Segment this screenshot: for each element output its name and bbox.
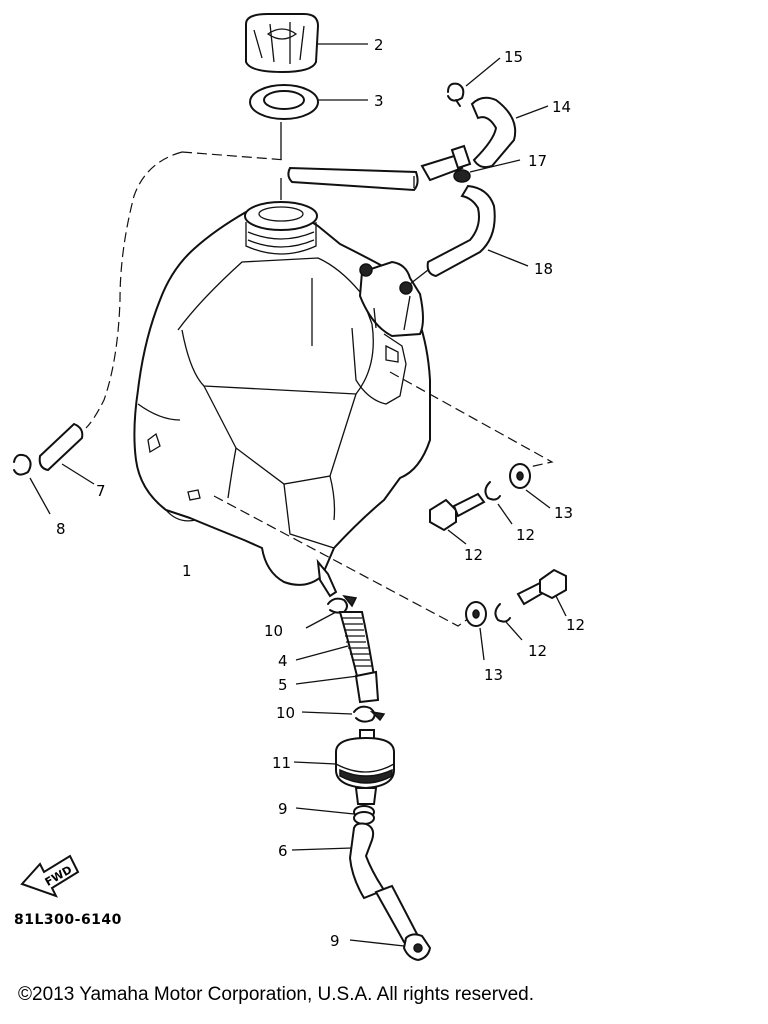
callout-4: 4 [278,652,288,670]
forward-arrow-icon: FWD [20,854,80,898]
callout-14-upper: 13 [554,504,573,522]
callout-13-upper: 12 [516,526,535,544]
callout-16: 15 [504,48,523,66]
callout-18: 18 [534,260,553,278]
callout-13-lower: 12 [528,642,547,660]
fuel-filter-part [293,729,395,805]
callout-12-upper: 12 [464,546,483,564]
diagram-code: 81L300-6140 [14,912,122,928]
callout-14-lower: 13 [484,666,503,684]
hose-18-part [409,184,529,285]
callout-1: 1 [182,562,192,580]
callout-12-lower: 12 [566,616,585,634]
callout-7: 7 [96,482,106,500]
callout-11-label: 11 [272,754,291,772]
copyright-notice: ©2013 Yamaha Motor Corporation, U.S.A. A… [18,984,534,1005]
callout-9-upper: 9 [278,800,288,818]
hardware-upper-set [429,463,551,545]
callout-3: 3 [374,92,384,110]
callout-9-lower: 9 [330,932,340,950]
leader-line-upper [389,371,554,471]
hose-7-part [13,151,287,515]
callout-5: 5 [278,676,288,694]
fuel-line-lower [291,805,432,962]
callout-10-upper: 10 [264,622,283,640]
callout-6: 6 [278,842,288,860]
callout-10-lower: 10 [276,704,295,722]
callout-15: 14 [552,98,571,116]
fuel-tank-part [133,201,431,598]
vent-hose-part [287,144,521,192]
gasket-part [249,84,368,200]
callout-2: 2 [374,36,384,54]
cap-part [245,13,368,74]
callout-17: 17 [528,152,547,170]
hardware-lower-set [465,568,567,661]
fuel-line-upper [295,594,386,723]
hose-15-part [447,57,549,169]
callout-8: 8 [56,520,66,538]
